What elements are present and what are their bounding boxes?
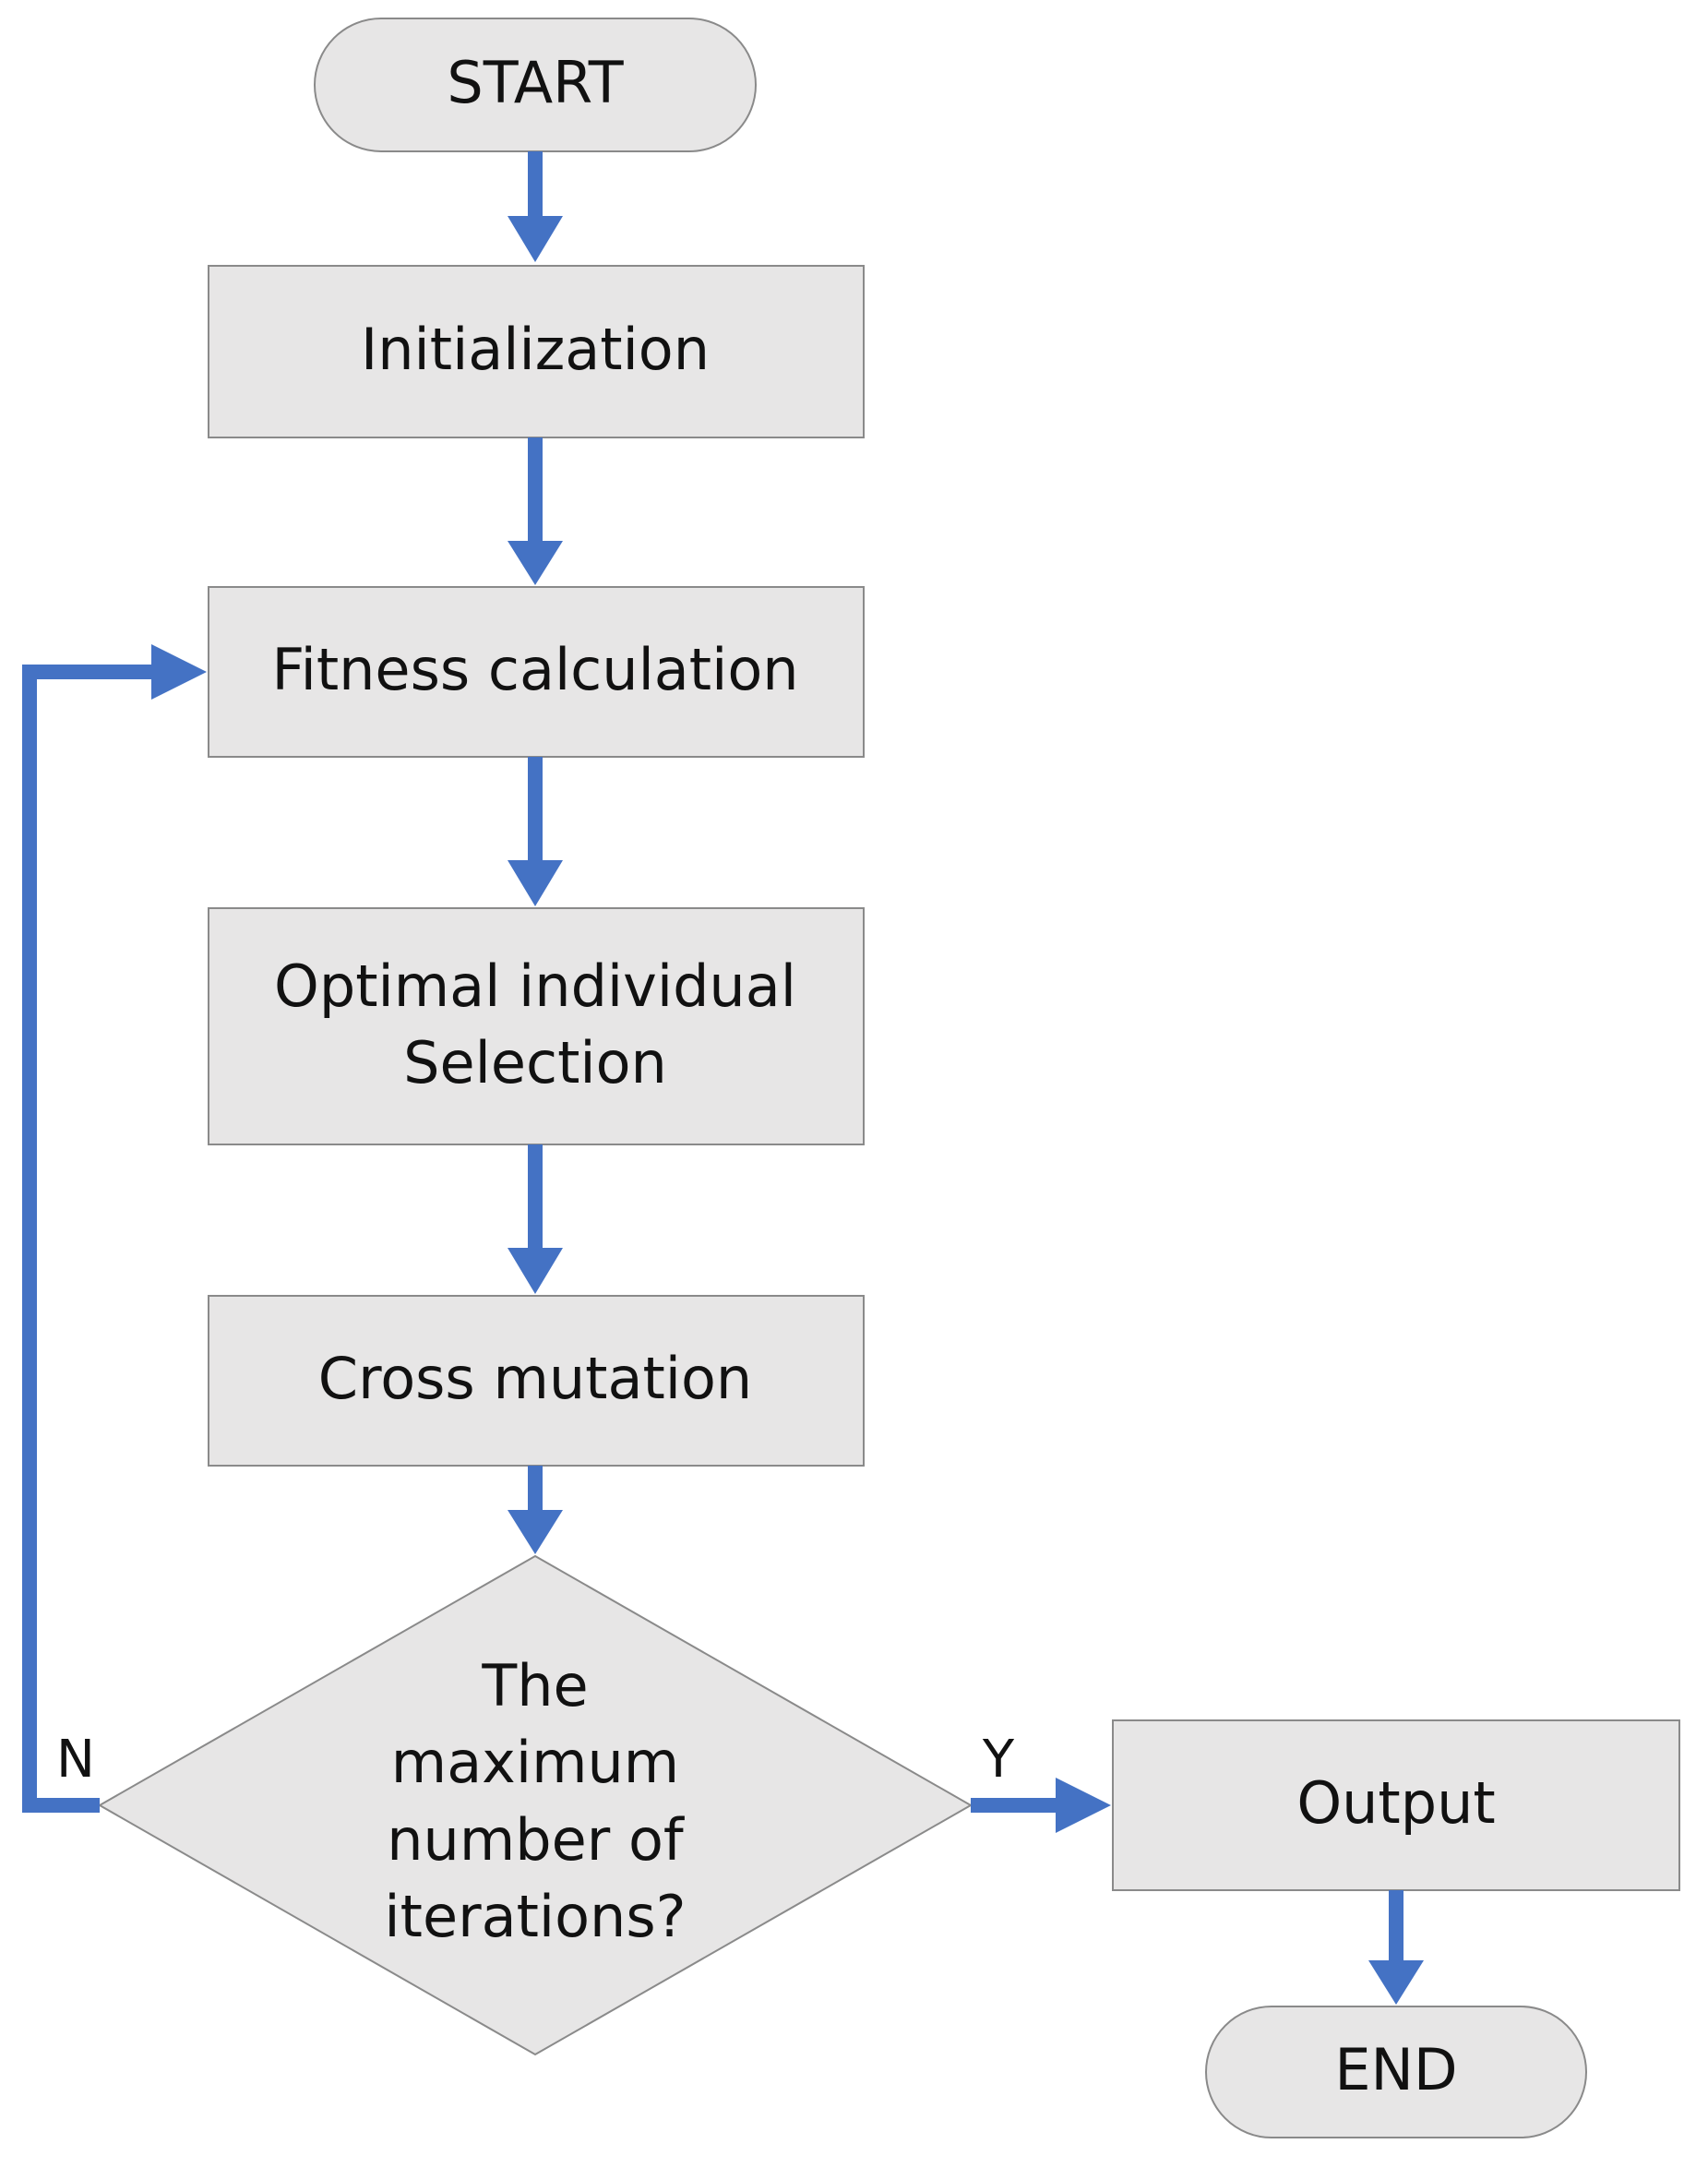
end-label: END <box>1334 2036 1457 2103</box>
arrowhead-init-to-fitness <box>508 541 563 585</box>
decision-label-line1: The <box>481 1652 588 1719</box>
initialization-label: Initialization <box>361 316 710 383</box>
fitness-calculation-step <box>208 586 865 758</box>
output-label: Output <box>1296 1769 1495 1837</box>
initialization-step <box>208 265 865 438</box>
decision-label-line4: iterations? <box>384 1883 686 1950</box>
loop-back-line <box>22 665 157 1813</box>
arrowhead-loop-to-fitness <box>151 644 207 700</box>
selection-step <box>208 907 865 1145</box>
arrowhead-output-to-end <box>1368 1960 1424 2005</box>
arrowhead-decision-to-output <box>1056 1778 1111 1833</box>
arrowhead-fitness-to-selection <box>508 860 563 906</box>
arrowhead-selection-to-cross <box>508 1248 563 1294</box>
cross-mutation-step <box>208 1295 865 1467</box>
arrowhead-start-to-init <box>508 216 563 262</box>
fitness-calculation-label: Fitness calculation <box>271 636 798 703</box>
arrowhead-cross-to-decision <box>508 1510 563 1554</box>
selection-label-line1: Optimal individual <box>274 952 796 1020</box>
branch-no-label: N <box>56 1730 95 1790</box>
decision-label-line3: number of <box>387 1806 686 1874</box>
selection-label-line2: Selection <box>403 1029 667 1096</box>
branch-yes-label: Y <box>982 1730 1015 1790</box>
cross-mutation-label: Cross mutation <box>318 1345 752 1412</box>
end-terminal <box>1205 2006 1587 2138</box>
decision-diamond <box>97 1554 973 2056</box>
decision-label-line2: maximum <box>391 1729 679 1796</box>
start-label: START <box>447 49 624 116</box>
